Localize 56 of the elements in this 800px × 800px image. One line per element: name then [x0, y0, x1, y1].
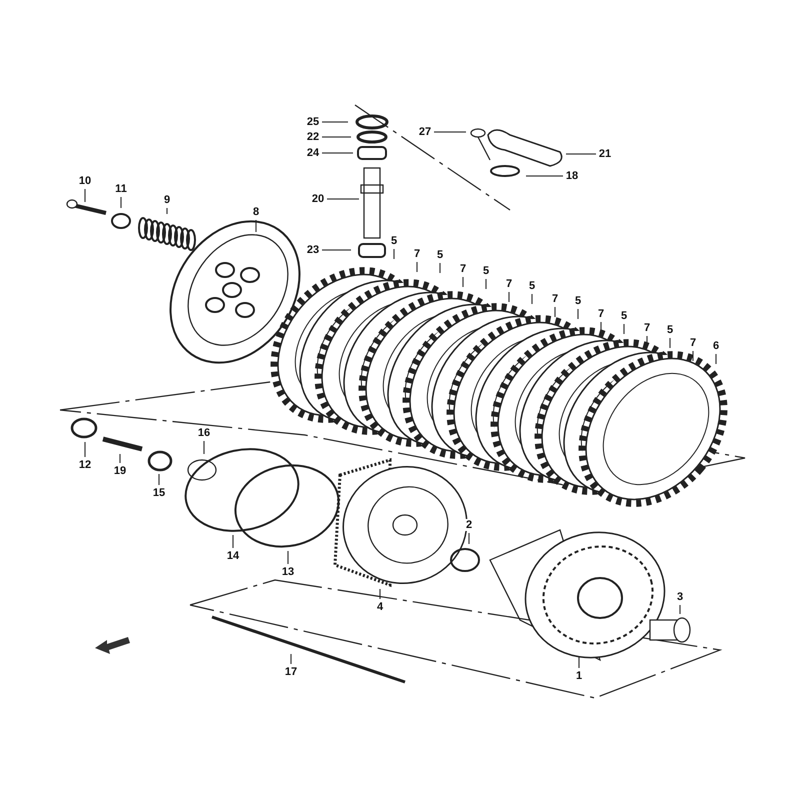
leader-line	[326, 198, 360, 200]
callout-number: 7	[458, 263, 468, 275]
callout-number: 4	[376, 601, 384, 613]
callout-number: 2	[464, 519, 474, 531]
leader-line	[84, 442, 86, 458]
leader-line	[166, 208, 168, 214]
callout-number: 19	[112, 465, 128, 477]
callout-number: 5	[482, 265, 490, 277]
callout-number: 5	[528, 280, 536, 292]
callout-number: 17	[284, 666, 298, 678]
callout-number: 16	[196, 427, 212, 439]
callout-number: 18	[564, 170, 580, 182]
leader-line	[468, 532, 470, 544]
callout-number: 7	[642, 322, 652, 334]
leader-line	[692, 350, 694, 362]
callout-number: 8	[252, 206, 260, 218]
leader-line	[416, 262, 418, 272]
callout-number: 10	[78, 175, 92, 187]
leader-line	[462, 276, 464, 288]
callout-number: 21	[598, 148, 612, 160]
callout-number: 9	[162, 194, 172, 206]
leader-line	[232, 534, 234, 548]
leader-line	[322, 136, 352, 138]
callout-number: 20	[310, 193, 326, 205]
leader-line	[158, 474, 160, 486]
callout-number: 7	[550, 293, 560, 305]
callout-number: 6	[712, 340, 720, 352]
callout-number: 11	[114, 183, 128, 195]
callout-number: 5	[666, 324, 674, 336]
callout-number: 3	[676, 591, 684, 603]
callout-number: 7	[412, 248, 422, 260]
callout-number: 7	[504, 278, 514, 290]
callout-number: 5	[436, 249, 444, 261]
leader-line	[578, 656, 580, 668]
callout-number: 7	[596, 308, 606, 320]
callout-number: 27	[418, 126, 432, 138]
callout-number: 22	[306, 131, 320, 143]
callout-number: 7	[688, 337, 698, 349]
callout-number: 25	[306, 116, 320, 128]
callout-number: 5	[390, 235, 398, 247]
callout-number: 24	[306, 147, 320, 159]
callout-number: 13	[280, 566, 296, 578]
leader-line	[554, 306, 556, 318]
leader-line	[84, 188, 86, 202]
callout-number: 14	[226, 550, 240, 562]
leader-line	[322, 152, 354, 154]
callout-number: 15	[152, 487, 166, 499]
callout-number: 5	[620, 310, 628, 322]
callout-number: 12	[78, 459, 92, 471]
leader-line	[508, 292, 510, 302]
callout-number: 23	[306, 244, 320, 256]
leader-line	[120, 196, 122, 208]
leader-line	[290, 654, 292, 664]
leader-line	[600, 322, 602, 332]
callout-number: 5	[574, 295, 582, 307]
callout-number: 1	[574, 670, 584, 682]
